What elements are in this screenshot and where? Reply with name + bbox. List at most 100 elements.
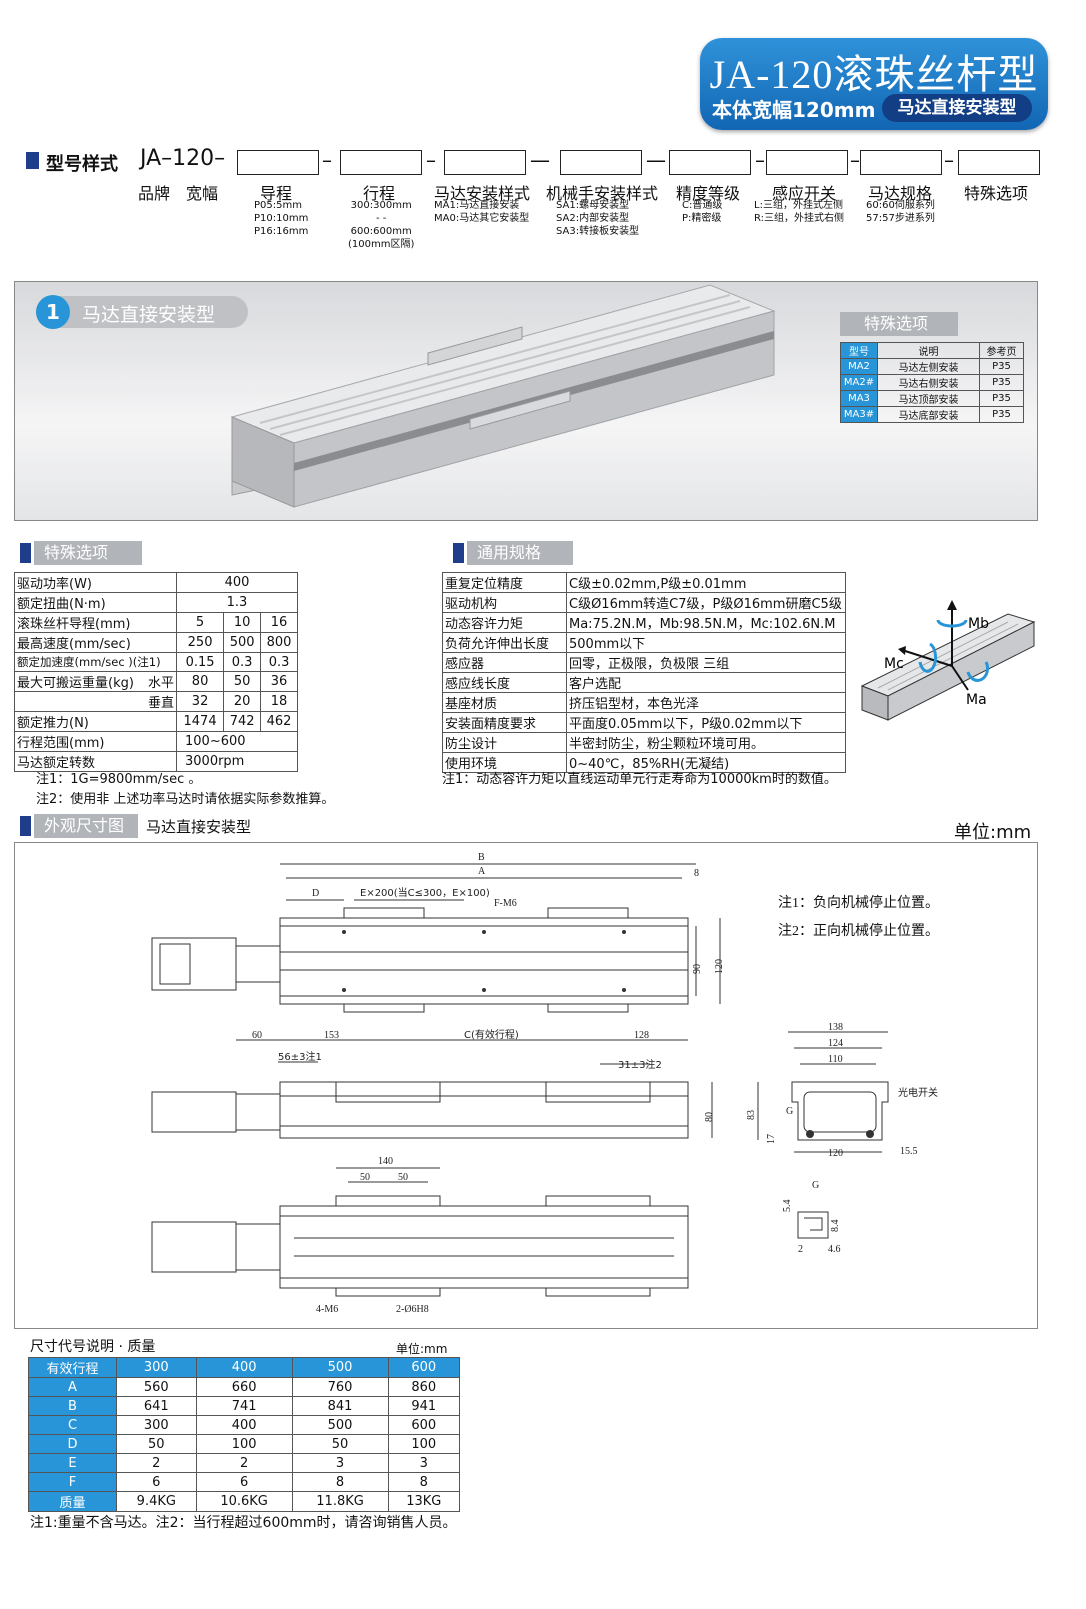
- field-name: 特殊选项: [964, 184, 1029, 203]
- model-box-motor: [860, 150, 942, 175]
- table-row: 安装面精度要求平面度0.05mm以下，P级0.02mm以下: [442, 712, 846, 733]
- spec-right-title: 通用规格: [467, 541, 573, 565]
- end-view: 138 124 110 83 17 G 120 15.5 光电开关: [746, 1022, 938, 1159]
- note-text: 注1：动态容许力矩以直线运动单元行走寿命为10000km时的数值。: [442, 772, 837, 787]
- moment-diagram: Mb Mc Ma: [860, 600, 1036, 721]
- drawing-title: 外观尺寸图: [34, 814, 138, 838]
- table-row: 感应线长度客户选配: [442, 672, 846, 693]
- svg-text:138: 138: [828, 1022, 843, 1033]
- svg-text:56±3注1: 56±3注1: [278, 1050, 322, 1063]
- note-text: 注1：1G=9800mm/sec 。: [36, 772, 202, 787]
- panel-title-pill: [36, 296, 248, 328]
- g-detail-view: G 5.4 8.4 2 4.6: [782, 1180, 841, 1255]
- svg-text:C(有效行程): C(有效行程): [464, 1028, 519, 1041]
- svg-text:50: 50: [360, 1172, 370, 1183]
- top-view: B A 8 D E×200(当C≤300，E×100) F-M6 90 120: [151, 852, 725, 1013]
- svg-text:B: B: [478, 852, 485, 863]
- svg-text:120: 120: [714, 959, 725, 974]
- svg-text:128: 128: [634, 1030, 649, 1041]
- field-name: 马达规格: [868, 184, 933, 203]
- spec-left-title: 特殊选项: [34, 541, 142, 565]
- svg-text:8.4: 8.4: [830, 1220, 841, 1233]
- svg-text:4-M6: 4-M6: [316, 1304, 338, 1315]
- model-prefix: JA–120–: [140, 146, 226, 171]
- svg-text:光电开关: 光电开关: [898, 1086, 938, 1099]
- page-subtitle: 本体宽幅120mm: [712, 98, 876, 122]
- svg-text:D: D: [312, 888, 319, 899]
- svg-text:80: 80: [704, 1112, 715, 1122]
- step-number-badge: 1: [36, 295, 70, 329]
- field-name: 精度等级: [676, 184, 741, 203]
- svg-text:4.6: 4.6: [828, 1244, 841, 1255]
- model-box-special: [958, 150, 1040, 175]
- svg-text:124: 124: [828, 1038, 843, 1049]
- svg-text:G: G: [812, 1180, 819, 1191]
- svg-text:E×200(当C≤300，E×100): E×200(当C≤300，E×100): [360, 886, 490, 899]
- svg-text:5.4: 5.4: [782, 1200, 793, 1213]
- svg-text:60: 60: [252, 1030, 262, 1041]
- moment-mb-label: Mb: [968, 616, 989, 632]
- svg-text:110: 110: [828, 1054, 843, 1065]
- svg-text:17: 17: [766, 1134, 777, 1144]
- options-title: 特殊选项: [840, 312, 958, 336]
- field-name: 行程: [363, 184, 396, 203]
- field-name: 导程: [260, 184, 293, 203]
- svg-text:8: 8: [694, 868, 699, 879]
- dimension-drawing-frame: [14, 842, 1038, 1329]
- model-box-robot-mount: [560, 150, 642, 175]
- panel-title: 马达直接安装型: [82, 304, 216, 326]
- svg-text:90: 90: [692, 964, 703, 974]
- table-row: 额定扭曲(N·m)1.3: [14, 592, 298, 613]
- title-badge: JA-120滚珠丝杆型 本体宽幅120mm 马达直接安装型: [700, 38, 1048, 130]
- model-box-precision: [669, 150, 751, 175]
- table-row: 基座材质挤压铝型材，本色光泽: [442, 692, 846, 713]
- svg-text:50: 50: [398, 1172, 408, 1183]
- page-title: JA-120滚珠丝杆型: [709, 52, 1039, 97]
- moment-mc-label: Mc: [884, 656, 904, 672]
- actuator-product-image: [230, 284, 776, 508]
- svg-text:153: 153: [324, 1030, 339, 1041]
- model-box-stroke: [340, 150, 422, 175]
- dims-note: 注1:重量不含马达。注2：当行程超过600mm时，请咨询销售人员。: [30, 1515, 457, 1531]
- mount-type-tag: 马达直接安装型: [882, 94, 1032, 122]
- width-label: 宽幅: [186, 184, 219, 203]
- unit-label: 单位:mm: [954, 822, 1032, 843]
- brand-label: 品牌: [138, 184, 171, 203]
- section-square-icon: [453, 543, 464, 563]
- dimension-drawing: B A 8 D E×200(当C≤300，E×100) F-M6 90 120 …: [151, 852, 938, 1315]
- section-square-icon: [20, 816, 31, 836]
- table-row: 驱动功率(W)400: [14, 572, 298, 593]
- field-name: 机械手安装样式: [546, 184, 659, 203]
- bottom-view: 140 50 50 4-M6 2-Ø6H8: [151, 1156, 689, 1315]
- svg-text:15.5: 15.5: [900, 1146, 918, 1157]
- section-square-icon: [26, 152, 39, 169]
- table-row: 感应器回零，正极限，负极限 三组: [442, 652, 846, 673]
- drawing-note: 注2：正向机械停止位置。: [778, 924, 939, 939]
- svg-text:2: 2: [798, 1244, 803, 1255]
- moment-ma-label: Ma: [966, 692, 987, 708]
- model-box-motor-mount: [444, 150, 526, 175]
- svg-text:F-M6: F-M6: [494, 898, 517, 909]
